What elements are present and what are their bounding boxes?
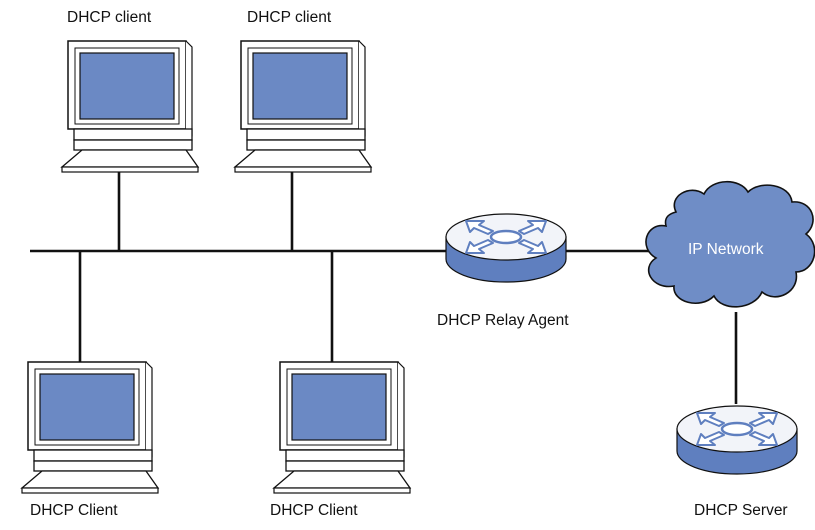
label-dhcp-relay-agent: DHCP Relay Agent (437, 312, 569, 329)
cloud-icon (645, 180, 815, 308)
label-dhcp-client-top-2: DHCP client (247, 9, 332, 26)
label-dhcp-client-bottom-1: DHCP Client (30, 502, 118, 519)
desktop-computer-icon (21, 361, 159, 494)
desktop-computer-icon (61, 40, 199, 173)
label-ip-network: IP Network (688, 241, 764, 258)
label-dhcp-server: DHCP Server (694, 502, 788, 519)
network-links (30, 170, 738, 404)
label-dhcp-client-bottom-2: DHCP Client (270, 502, 358, 519)
router-icon (444, 212, 568, 284)
desktop-computer-icon (234, 40, 372, 173)
desktop-computer-icon (273, 361, 411, 494)
router-icon (675, 404, 799, 476)
label-dhcp-client-top-1: DHCP client (67, 9, 152, 26)
